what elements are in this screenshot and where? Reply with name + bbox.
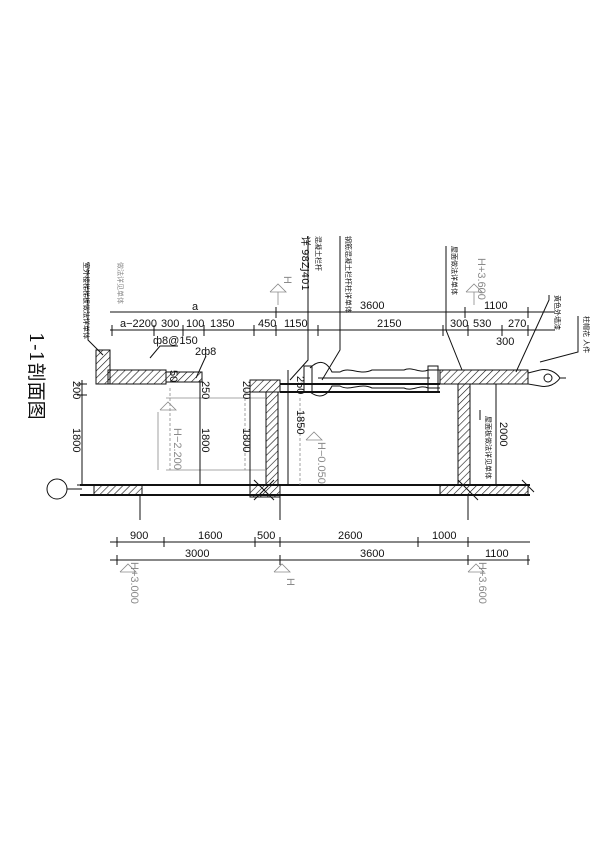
dim-seg-8: 530	[473, 318, 491, 330]
level-bot-left: H+3.000	[128, 562, 140, 604]
vertical-dims: 200 1800 50 250 1800 200 1800 250 1850 2…	[70, 370, 509, 486]
dim-mid-250a: 250	[199, 381, 211, 399]
rebar-note-1: ф8@150	[153, 335, 198, 347]
dim-right-2000: 2000	[497, 422, 509, 446]
dim-bot-total-2: 1100	[485, 548, 509, 560]
note-stair: 室外楼梯梯板做法详单体	[82, 262, 91, 339]
dim-seg-4: 450	[258, 318, 276, 330]
walls	[265, 383, 471, 486]
dim-bot-seg-3: 2600	[338, 530, 362, 542]
dim-bot-seg-0: 900	[130, 530, 148, 542]
dim-mid-1800a: 1800	[199, 428, 211, 452]
level-mid-neg: H−2.200	[171, 428, 183, 470]
dim-left-1800: 1800	[70, 428, 82, 452]
dim-bot-total-0: 3000	[185, 548, 209, 560]
level-markers: H+3.600 H H−2.200 H−0.050 H+3.000 H H+3.…	[119, 258, 488, 604]
dim-mid-1800b: 1800	[240, 428, 252, 452]
dim-mid-200: 200	[240, 381, 252, 399]
axis-bubble	[46, 478, 68, 500]
note-std: 详 98ZJ401	[299, 236, 312, 291]
dim-seg-0: a−2200	[120, 318, 157, 330]
leader-notes: 室外楼梯梯板做法详单体 做法详见单体 混凝土栏杆 详 98ZJ401 钢筋混凝土…	[82, 236, 591, 479]
note-railing: 混凝土栏杆	[314, 236, 323, 271]
dim-50: 50	[167, 370, 179, 382]
drawing-title: 1-1剖面图	[25, 332, 47, 420]
bottom-dimension-chain: 900 1600 500 2600 1000 3000 3600 1100	[110, 530, 530, 565]
dim-seg-1: 300	[161, 318, 179, 330]
level-col-neg: H−0.050	[315, 442, 327, 484]
level-top-mid: H	[281, 276, 293, 284]
balustrade	[303, 362, 440, 397]
dim-seg-5: 1150	[284, 318, 308, 330]
note-column: 钢筋混凝土栏杆柱详单体	[344, 236, 353, 313]
dim-seg-6: 2150	[377, 318, 401, 330]
note-paint: 黄色外墙漆	[553, 295, 562, 330]
dim-seg-9: 270	[508, 318, 526, 330]
finial-ornament	[527, 369, 566, 387]
note-detail: 做法详见单体	[116, 262, 125, 304]
note-finial: 柱帽花 人件	[582, 316, 591, 353]
top-dimension-chain: a 3600 1100 a−2200 300 100 1350 450 1150…	[110, 300, 555, 348]
rebar-note-2: 2ф8	[195, 346, 216, 358]
dim-bot-seg-1: 1600	[198, 530, 222, 542]
level-bot-right: H+3.600	[476, 562, 488, 604]
level-top-right: H+3.600	[475, 258, 487, 300]
dim-seg-3: 1350	[210, 318, 234, 330]
note-roof: 屋面做法详单体	[450, 246, 459, 295]
dim-top-right-total: 1100	[484, 300, 508, 312]
dim-top-total: 3600	[360, 300, 384, 312]
level-bot-mid: H	[284, 578, 296, 586]
slabs	[93, 349, 529, 498]
dim-a: a	[192, 301, 199, 313]
section-lines	[80, 383, 530, 520]
dim-left-200: 200	[70, 381, 82, 399]
dim-bot-seg-4: 1000	[432, 530, 456, 542]
dim-seg-7: 300	[450, 318, 468, 330]
dim-col-1850: 1850	[294, 410, 306, 434]
dim-sub-300: 300	[496, 336, 514, 348]
note-roof-slab: 屋面板做法详见单体	[484, 416, 493, 479]
dim-col-250: 250	[294, 376, 306, 394]
dim-bot-seg-2: 500	[257, 530, 275, 542]
dim-seg-2: 100	[186, 318, 204, 330]
dim-bot-total-1: 3600	[360, 548, 384, 560]
